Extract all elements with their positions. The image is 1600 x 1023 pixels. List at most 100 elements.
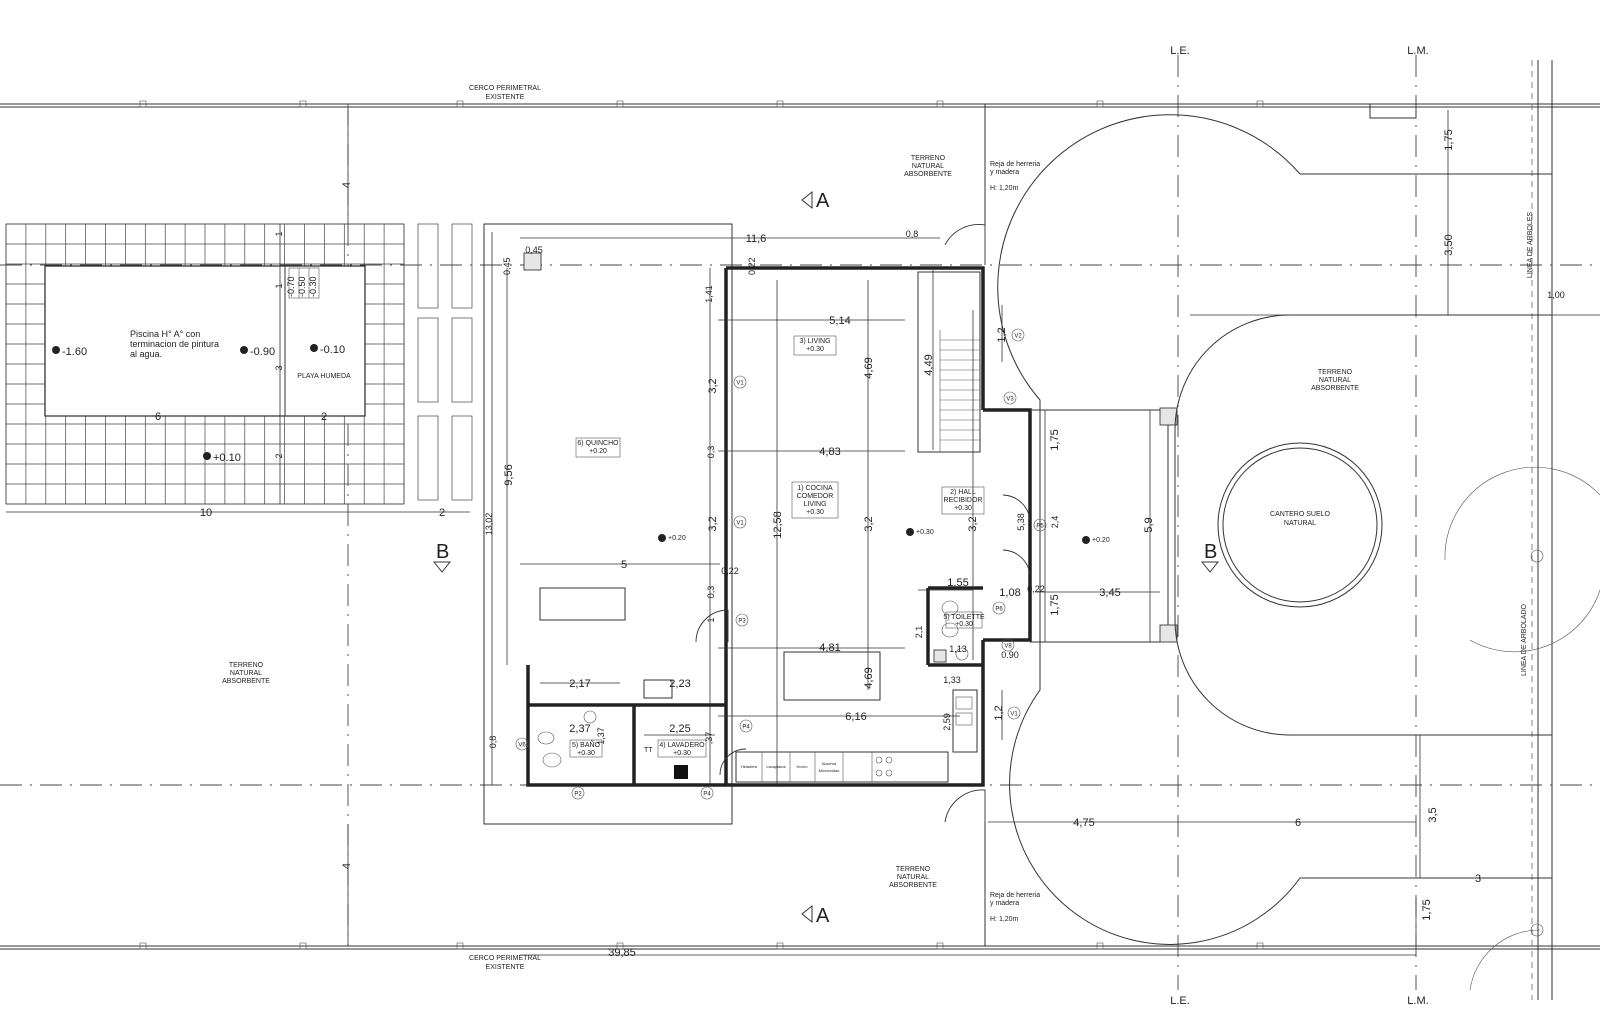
- dim-4-75: 4,75: [1073, 817, 1094, 829]
- marker-label-p4: P4: [742, 725, 750, 731]
- dim-3-50: 3,50: [1443, 234, 1455, 255]
- fixture-lavaplatos: Lavaplatos: [766, 764, 785, 769]
- dim-3-2-b: 3,2: [707, 516, 719, 531]
- terrain-top-1: TERRENO: [911, 155, 946, 162]
- dim-1: 1: [706, 617, 716, 622]
- dim-3-r: 3: [1475, 873, 1481, 885]
- terrain-bottom-3: ABSORBENTE: [889, 882, 937, 889]
- dim-0-22-b: 0,22: [721, 566, 739, 576]
- marker-label-v8: V8: [1004, 644, 1012, 650]
- lvl-step-3: -0.30: [308, 276, 318, 297]
- terrain-top-2: NATURAL: [912, 163, 944, 170]
- level-markers: [52, 344, 1090, 544]
- section-b-right: B: [1204, 541, 1217, 563]
- dim-1-33: 1,33: [943, 675, 961, 685]
- marker-circle-p5: [1033, 518, 1047, 532]
- dim-0-8-left: 0,8: [488, 736, 498, 749]
- marker-label-p4: P4: [703, 792, 711, 798]
- garden-drive: [997, 114, 1600, 991]
- dim-4-69-a: 4,69: [863, 357, 875, 378]
- dim-4-69-b: 4,69: [863, 667, 875, 688]
- dim-3-5: 3,5: [1427, 807, 1439, 822]
- dim-5-38: 5,38: [1016, 513, 1026, 531]
- le-top: L.E.: [1170, 45, 1190, 57]
- dim-1-2-a: 1,2: [996, 327, 1008, 342]
- dim-0-45-b: 0,45: [502, 257, 512, 275]
- dim-3-2-d: 3,2: [967, 516, 979, 531]
- dim-2-playa: 2: [321, 411, 327, 423]
- axis-lines: [0, 55, 1600, 990]
- room-bano-level: +0.30: [577, 750, 595, 757]
- room-living: 3) LIVING: [799, 338, 830, 345]
- terrain-right-2: NATURAL: [1319, 377, 1351, 384]
- terrain-left-1: TERRENO: [229, 662, 264, 669]
- room-hall-level: +0.30: [954, 505, 972, 512]
- terrain-bottom-2: NATURAL: [897, 874, 929, 881]
- dim-39-85: 39,85: [608, 947, 636, 959]
- terrain-right-3: ABSORBENTE: [1311, 385, 1359, 392]
- room-toilette-level: +0.30: [955, 621, 973, 628]
- room-hall: 2) HALL: [950, 489, 976, 496]
- dim-5-14: 5,14: [829, 315, 850, 327]
- dim-5-9: 5,9: [1143, 517, 1155, 532]
- marker-circle-v1: [1007, 706, 1021, 720]
- terrain-bottom-1: TERRENO: [896, 866, 931, 873]
- fence-top-line2: EXISTENTE: [486, 94, 525, 101]
- roof-outline: [483, 223, 733, 825]
- marker-circle-p6: [992, 601, 1006, 615]
- fixture-labels: Heladera Lavaplatos Horno Alacena Microo…: [644, 747, 839, 773]
- lvl-patio: +0.20: [1092, 537, 1110, 544]
- marker-circle-v6: [515, 737, 529, 751]
- marker-label-p6: P6: [995, 607, 1003, 613]
- lm-bottom: L.M.: [1407, 995, 1428, 1007]
- dim-12-58: 12,58: [772, 511, 784, 539]
- dim-0-22-a: 0,22: [747, 257, 757, 275]
- room-bano: 5) BAÑO: [572, 740, 601, 749]
- dim-3-pool: 3: [274, 365, 284, 370]
- reja-top-2: y madera: [990, 169, 1019, 176]
- le-bottom: L.E.: [1170, 995, 1190, 1007]
- dim-2-4: 2,4: [1050, 516, 1060, 529]
- marker-label-v1: V1: [736, 381, 744, 387]
- dim-1-2-b: 1,2: [993, 705, 1005, 720]
- dim-2-pool: 2: [274, 453, 284, 458]
- reja-top-1: Reja de herreria: [990, 161, 1040, 168]
- cantero-1: CANTERO SUELO: [1270, 511, 1330, 518]
- lvl-deck: +0.10: [213, 452, 241, 464]
- terrain-right-1: TERRENO: [1318, 369, 1353, 376]
- dim-1-pool-b: 1: [274, 283, 284, 288]
- reja-bottom-2: y madera: [990, 900, 1019, 907]
- lvl-interior: +0.30: [916, 529, 934, 536]
- level-texts: -1.60 -0.90 -0.10 +0.10 +0.20 +0.30 +0.2…: [62, 276, 1110, 544]
- fence-bottom-line2: EXISTENTE: [486, 964, 525, 971]
- pool-note-3: al agua.: [130, 349, 162, 359]
- dim-4-top: 4: [341, 182, 353, 188]
- marker-circle-v2: [1011, 328, 1025, 342]
- kitchen-counter: [735, 651, 978, 783]
- lvl-step-2: -0.50: [297, 276, 307, 297]
- pool-note-2: terminacion de pintura: [130, 339, 219, 349]
- dim-2-37: 2,37: [569, 723, 590, 735]
- linea-arbolado: LINEA DE ARBOLADO: [1521, 603, 1528, 676]
- dim-0-37: ,37: [704, 732, 714, 745]
- dim-1-pool: 1: [274, 231, 284, 236]
- dim-9-56: 9,56: [503, 464, 515, 485]
- text-labels: CERCO PERIMETRAL EXISTENTE CERCO PERIMET…: [130, 45, 1534, 1007]
- house-walls: [523, 252, 1178, 787]
- dim-11-6: 11,6: [746, 233, 767, 245]
- lvl-step-1: -0.70: [286, 276, 296, 297]
- dim-10: 10: [200, 507, 212, 519]
- dim-4-81: 4,81: [819, 642, 840, 654]
- marker-circle-v8: [1001, 638, 1015, 652]
- marker-label-p3: P3: [738, 619, 746, 625]
- section-a-top: A: [816, 190, 830, 212]
- dim-0-3-b: 0,3: [706, 586, 716, 599]
- dim-2-1: 2,1: [914, 626, 924, 639]
- dim-5: 5: [621, 559, 627, 571]
- room-quincho: 6) QUINCHO: [577, 440, 619, 447]
- marker-circle-p4: [700, 786, 714, 800]
- dim-1-75-r2: 1,75: [1421, 899, 1433, 920]
- marker-label-p5: P5: [1036, 524, 1044, 530]
- marker-circle-v1: [733, 375, 747, 389]
